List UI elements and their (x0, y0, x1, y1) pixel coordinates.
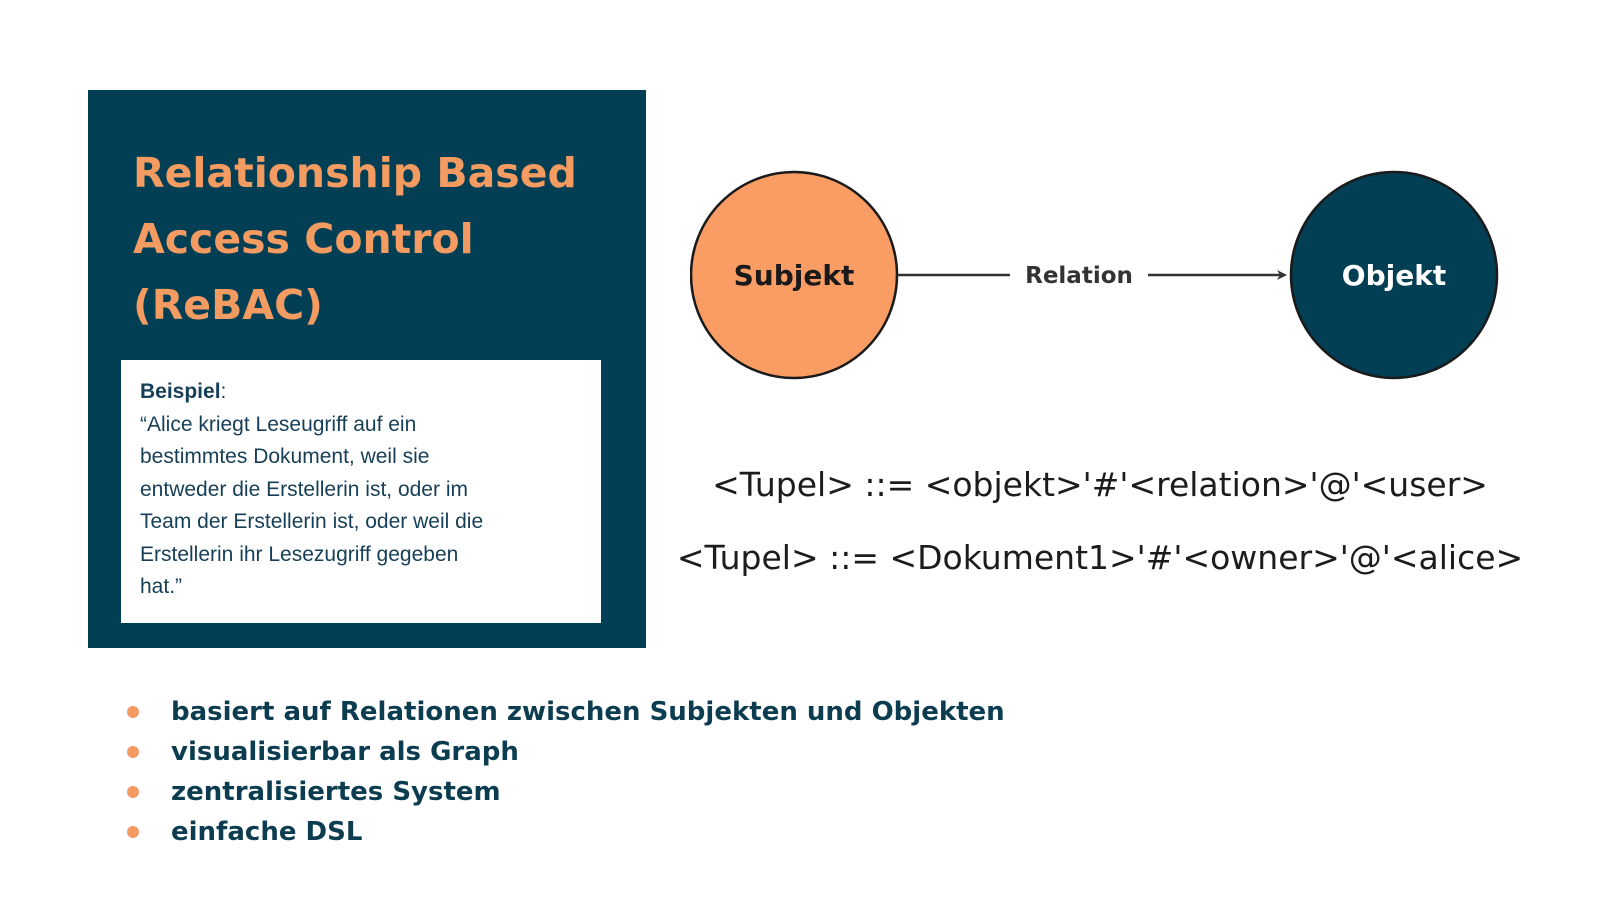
page-title: Relationship Based Access Control (ReBAC… (133, 149, 577, 329)
bullet-dot-icon (127, 786, 139, 798)
list-item-text: basiert auf Relationen zwischen Subjekte… (171, 697, 1005, 727)
bullet-dot-icon (127, 746, 139, 758)
list-item: zentralisiertes System (120, 772, 1005, 812)
tuple-definition: <Tupel> ::= <objekt>'#'<relation>'@'<use… (712, 465, 1488, 504)
example-quote: “Alice kriegt Leseugriff auf ein bestimm… (140, 412, 484, 599)
list-item-text: zentralisiertes System (171, 777, 501, 807)
list-item-text: einfache DSL (171, 817, 363, 847)
title-panel: Relationship Based Access Control (ReBAC… (88, 90, 646, 648)
relation-diagram-svg: Subjekt Relation Objekt (690, 170, 1499, 380)
list-item: visualisierbar als Graph (120, 732, 1005, 772)
object-node (1289, 170, 1499, 380)
feature-list: basiert auf Relationen zwischen Subjekte… (120, 692, 1005, 852)
list-item: basiert auf Relationen zwischen Subjekte… (120, 692, 1005, 732)
example-card: Beispiel: “Alice kriegt Leseugriff auf e… (121, 360, 601, 623)
object-label: Objekt (1342, 259, 1446, 292)
list-item-text: visualisierbar als Graph (171, 737, 519, 767)
example-label-colon: : (220, 380, 227, 403)
relation-diagram: Subjekt Relation Objekt (690, 170, 1550, 390)
tuple-example: <Tupel> ::= <Dokument1>'#'<owner>'@'<ali… (676, 538, 1524, 577)
example-label: Beispiel (140, 380, 221, 403)
list-item: einfache DSL (120, 812, 1005, 852)
relation-label: Relation (1025, 263, 1133, 289)
subject-label: Subjekt (734, 259, 855, 292)
bullet-dot-icon (127, 826, 139, 838)
bullet-dot-icon (127, 706, 139, 718)
